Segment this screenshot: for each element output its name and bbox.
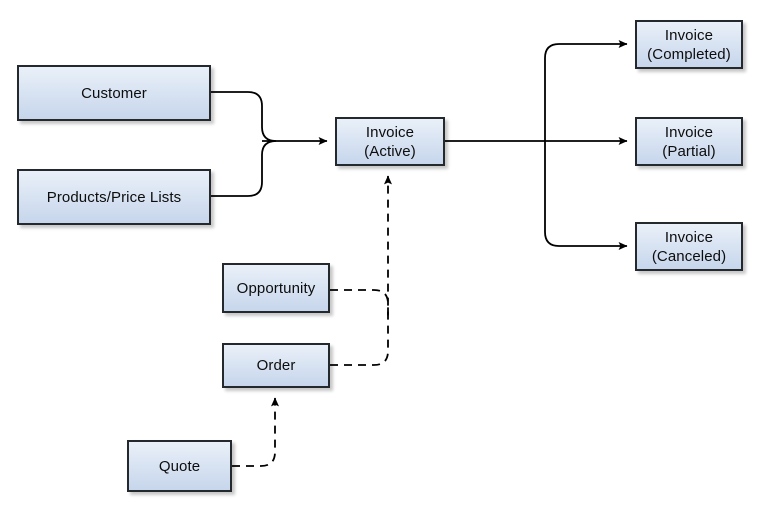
node-order[interactable]: Order xyxy=(222,343,330,388)
edge-products-to-invoice-active xyxy=(211,140,277,197)
node-customer-label: Customer xyxy=(81,84,147,102)
edge-invoice-active-to-canceled xyxy=(544,141,628,250)
node-invoice-partial[interactable]: Invoice (Partial) xyxy=(635,117,743,166)
node-products-price-lists[interactable]: Products/Price Lists xyxy=(17,169,211,225)
edge-opportunity-to-invoice-active xyxy=(330,289,389,316)
node-customer[interactable]: Customer xyxy=(17,65,211,121)
node-quote-label: Quote xyxy=(158,457,201,475)
edge-invoice-active-to-completed xyxy=(544,40,628,141)
edge-order-to-invoice-active xyxy=(330,175,392,366)
edge-customer-to-invoice-active xyxy=(211,91,328,145)
node-invoice-canceled-label: Invoice (Canceled) xyxy=(651,228,727,265)
node-order-label: Order xyxy=(256,357,296,374)
node-products-price-lists-label: Products/Price Lists xyxy=(46,188,182,206)
node-invoice-partial-label: Invoice (Partial) xyxy=(662,123,716,160)
node-invoice-active-label: Invoice (Active) xyxy=(364,123,416,160)
node-invoice-completed[interactable]: Invoice (Completed) xyxy=(635,20,743,69)
node-opportunity[interactable]: Opportunity xyxy=(222,263,330,313)
node-invoice-canceled[interactable]: Invoice (Canceled) xyxy=(635,222,743,271)
edge-quote-to-order xyxy=(232,397,279,467)
node-invoice-completed-label: Invoice (Completed) xyxy=(647,26,731,63)
node-opportunity-label: Opportunity xyxy=(236,279,316,297)
node-invoice-active[interactable]: Invoice (Active) xyxy=(335,117,445,166)
node-quote[interactable]: Quote xyxy=(127,440,232,492)
